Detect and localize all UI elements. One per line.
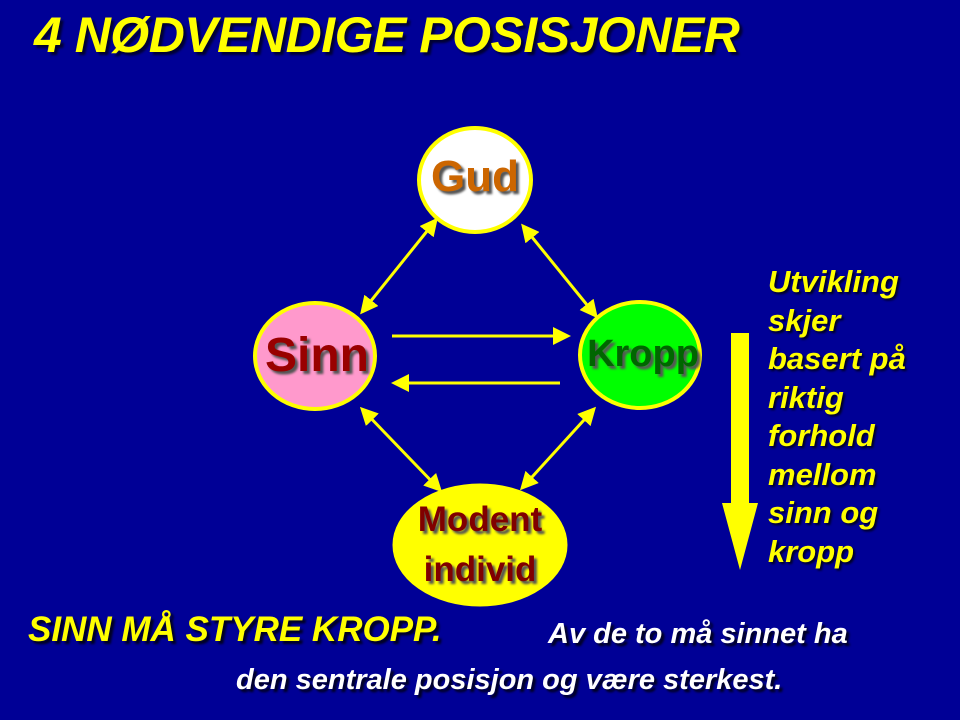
node-gud <box>417 126 533 234</box>
slide-title: 4 NØDVENDIGE POSISJONER <box>34 7 740 63</box>
side-note-line: Utvikling <box>768 264 899 299</box>
side-note: Utvikling skjer basert på riktig forhold… <box>768 263 906 571</box>
side-note-line: skjer <box>768 302 841 338</box>
sinn-label: Sinn <box>265 329 369 382</box>
side-note-line: sinn og <box>768 495 879 530</box>
arrow-sinn-modent <box>359 406 443 493</box>
side-note-line: mellom <box>768 456 877 492</box>
node-sinn <box>253 301 377 411</box>
gud-label: Gud <box>431 152 519 201</box>
side-note-line: forhold <box>768 418 875 453</box>
individ-label: individ <box>423 550 537 589</box>
side-note-line: basert på <box>768 341 906 376</box>
footer-line2: den sentrale posisjon og være sterkest. <box>236 664 783 696</box>
side-note-line: riktig <box>768 379 844 415</box>
modent-label: Modent <box>417 500 543 539</box>
arrow-gud-kropp <box>521 223 598 319</box>
node-kropp <box>578 300 702 410</box>
node-modent-individ <box>392 483 568 607</box>
footer-line1: Av de to må sinnet ha <box>548 618 848 650</box>
arrow-kropp-modent <box>519 406 597 491</box>
side-note-line: kropp <box>768 533 855 569</box>
arrow-gud-sinn <box>360 217 438 315</box>
development-down-arrow-icon <box>722 333 758 570</box>
kropp-label: Kropp <box>587 333 699 375</box>
footer-emphasis: SINN MÅ STYRE KROPP. <box>28 610 442 649</box>
